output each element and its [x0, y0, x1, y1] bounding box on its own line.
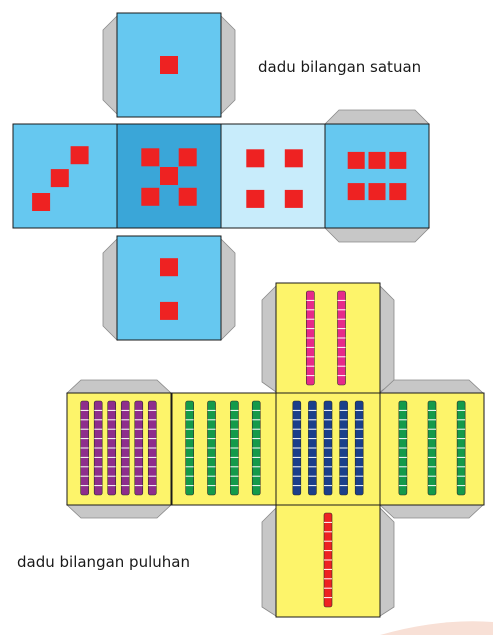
- ones-die-net: [12, 12, 430, 341]
- tens-die-label: dadu bilangan puluhan: [17, 553, 190, 571]
- ones-flap: [220, 15, 236, 115]
- tens-flap: [65, 379, 173, 394]
- pip: [50, 169, 69, 188]
- pip: [347, 183, 365, 201]
- pip: [389, 183, 407, 201]
- ones-face-right: [220, 123, 326, 229]
- ones-flap: [102, 238, 118, 341]
- pip: [178, 187, 197, 206]
- pip: [160, 258, 178, 277]
- pip: [160, 301, 178, 320]
- ones-flap: [324, 227, 430, 243]
- pip: [389, 151, 407, 169]
- pip: [246, 149, 265, 168]
- tens-flap: [65, 504, 173, 519]
- tens-face-top: [275, 282, 381, 396]
- pip: [141, 148, 160, 167]
- pip: [368, 183, 386, 201]
- pip: [70, 146, 89, 165]
- pip: [347, 151, 365, 169]
- pip: [160, 167, 178, 185]
- tens-flap: [379, 507, 395, 617]
- ones-flap: [220, 238, 236, 341]
- ones-flap: [102, 15, 118, 115]
- ones-die-label: dadu bilangan satuan: [258, 58, 422, 76]
- tens-flap: [379, 285, 395, 393]
- ones-flap: [324, 109, 430, 125]
- tens-flap: [261, 507, 277, 617]
- tens-flap: [261, 285, 277, 393]
- pip: [160, 56, 178, 74]
- pip: [32, 193, 51, 211]
- pip: [141, 187, 160, 206]
- ones-face-far-right: [324, 123, 430, 229]
- tens-flap: [378, 504, 485, 519]
- pip: [368, 151, 386, 169]
- tens-die-net: [65, 282, 485, 618]
- pip: [246, 189, 265, 208]
- pip: [284, 149, 303, 168]
- pip: [178, 148, 197, 167]
- ones-face-bottom: [116, 235, 222, 341]
- decorative-swoosh: [380, 621, 493, 635]
- pip: [284, 189, 303, 208]
- tens-flap: [378, 379, 485, 394]
